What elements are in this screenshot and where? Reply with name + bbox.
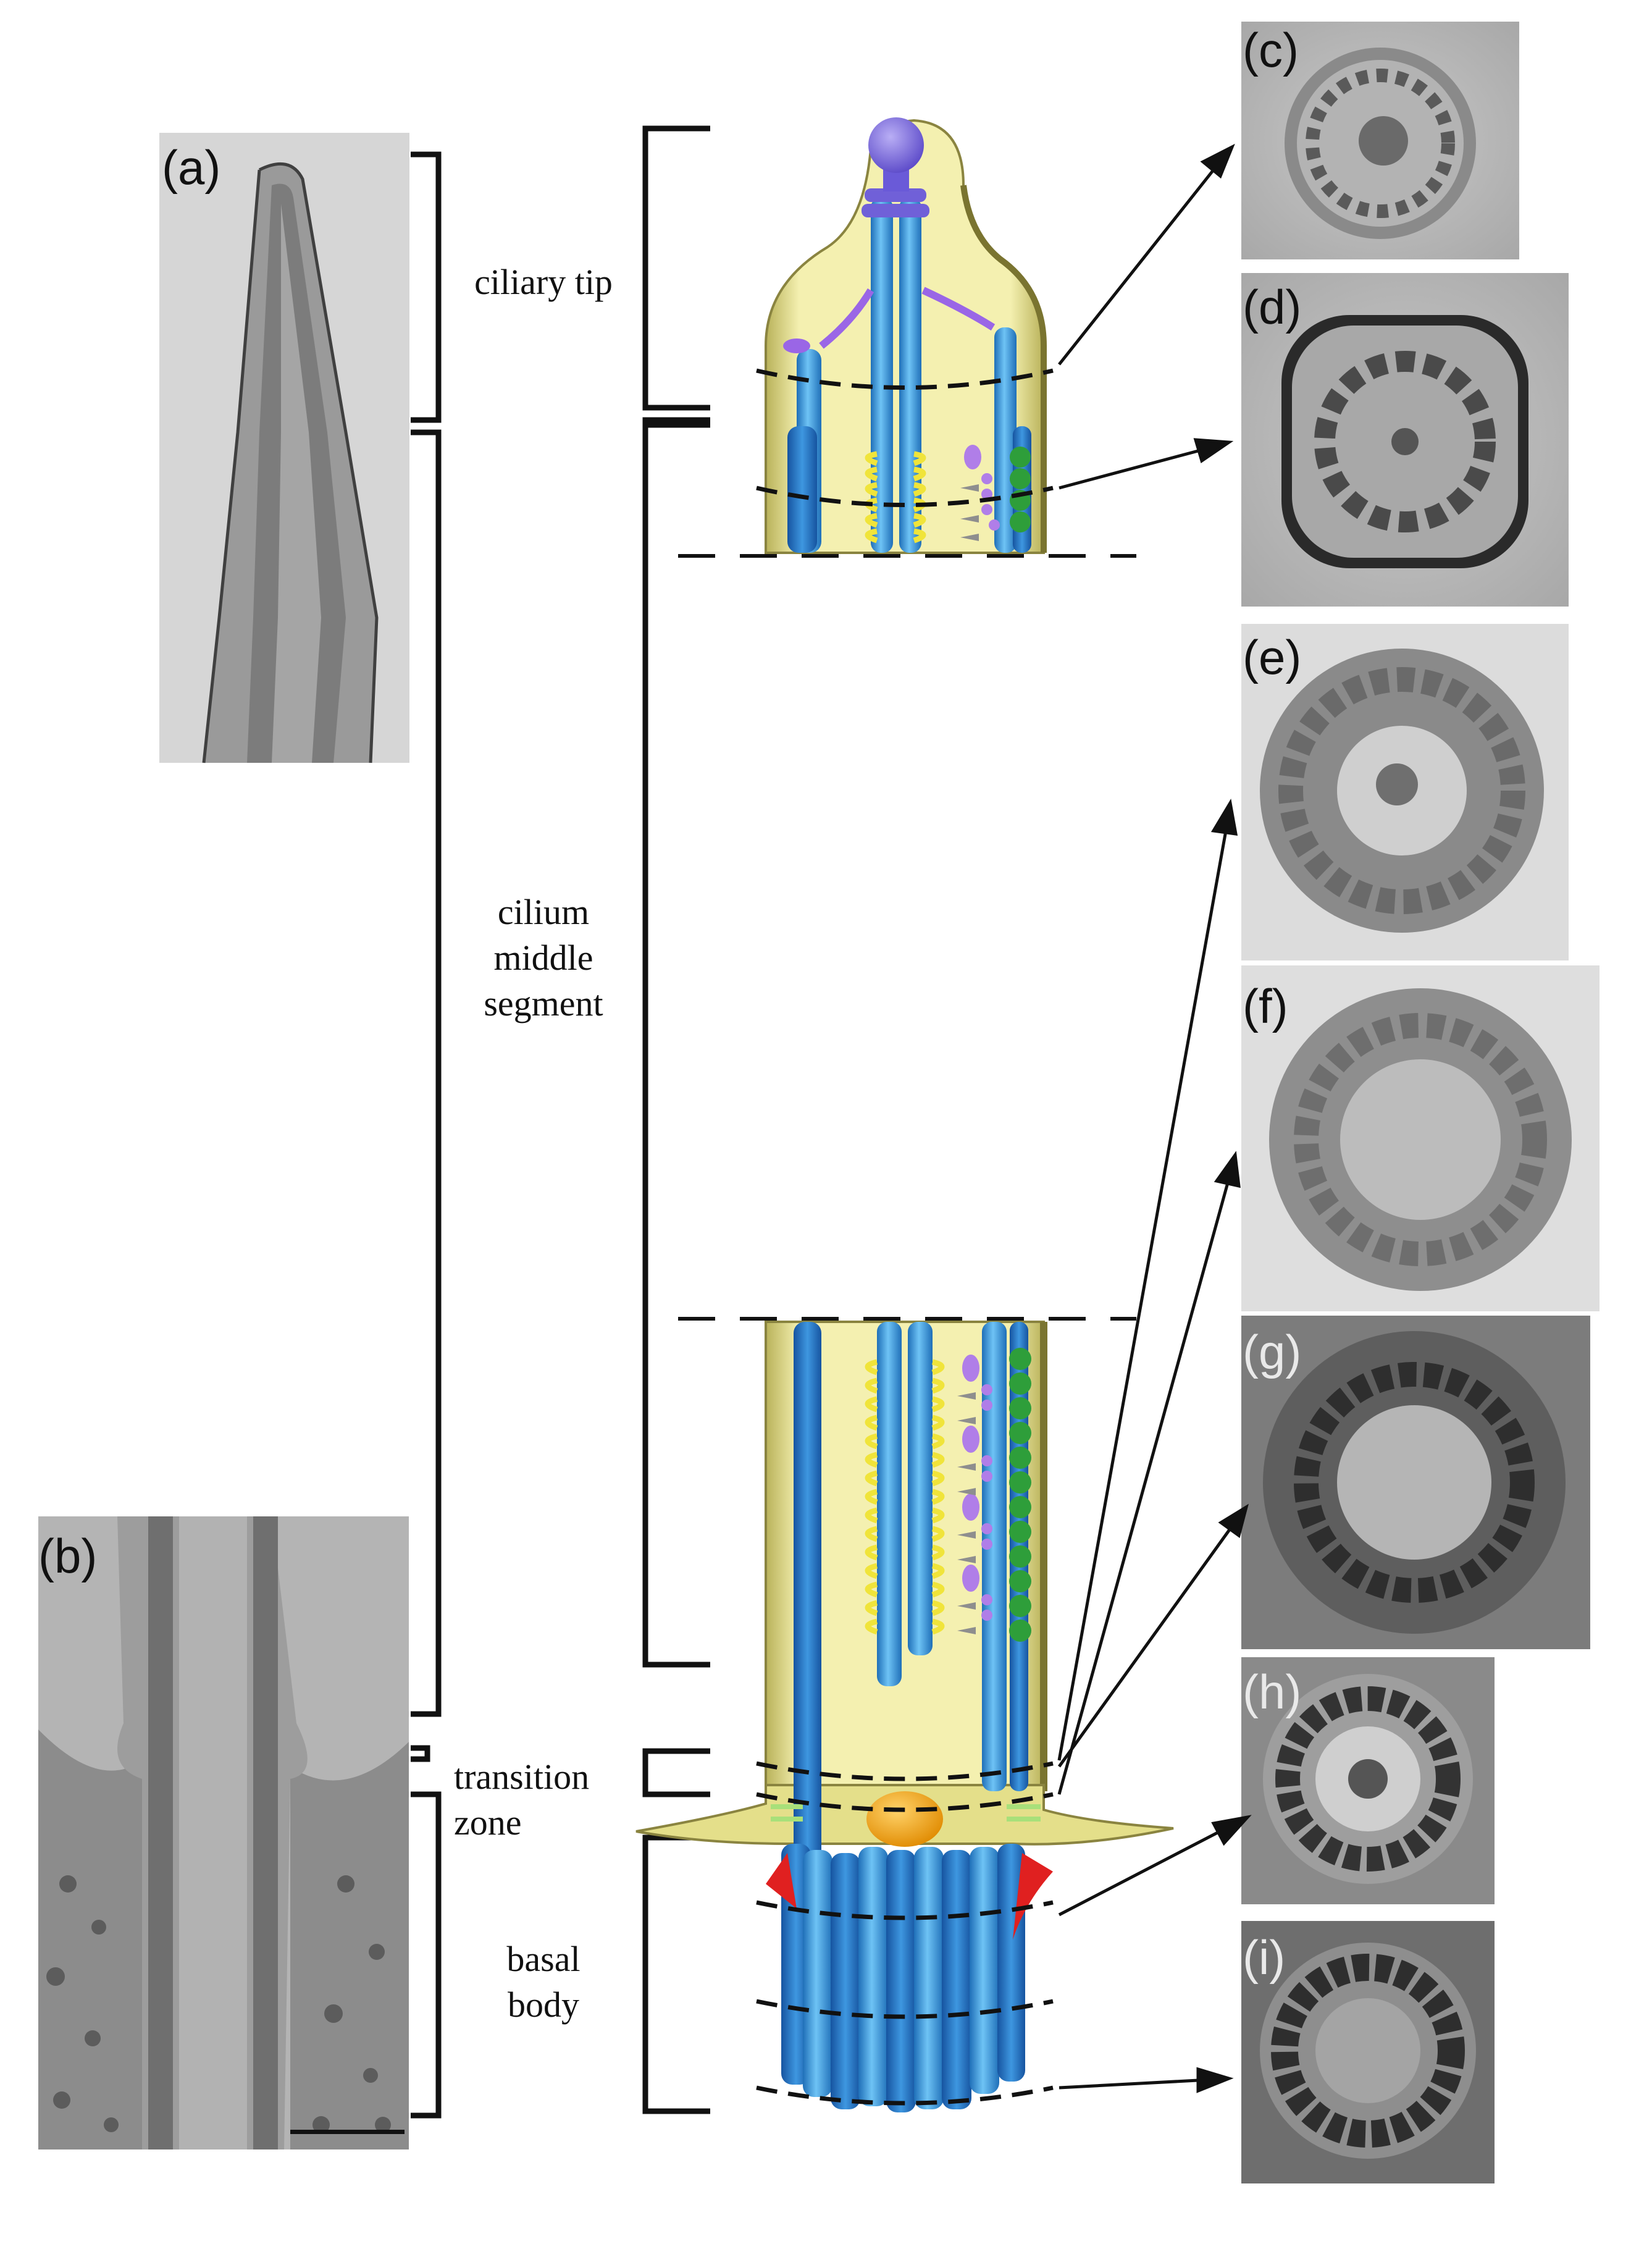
scale-bar [290, 2130, 405, 2134]
section-h [1241, 1657, 1495, 1904]
micrograph-a [159, 133, 409, 763]
left-region-brackets [411, 151, 442, 2119]
section-c [1241, 22, 1519, 259]
label-transition-zone: transition zone [454, 1757, 590, 1843]
micrograph-b [38, 1516, 409, 2149]
section-f [1241, 965, 1600, 1311]
section-i [1241, 1921, 1495, 2183]
cilium-lower-diagram [635, 1317, 1174, 2112]
diagram-region-brackets [642, 125, 710, 2114]
label-basal-body: basal body [506, 1939, 581, 2025]
label-cilium-middle-segment: cilium middle segment [484, 892, 603, 1024]
panel-label-h: (h) [1243, 1665, 1302, 1719]
pointer-arrows [1057, 143, 1252, 2093]
label-ciliary-tip: ciliary tip [474, 262, 613, 302]
panel-label-e: (e) [1243, 630, 1302, 684]
cilium-upper-diagram [678, 117, 1136, 558]
panel-label-g: (g) [1243, 1325, 1302, 1379]
panel-label-a: (a) [162, 140, 221, 195]
section-d [1241, 273, 1569, 607]
panel-label-i: (i) [1243, 1930, 1286, 1985]
panel-label-d: (d) [1243, 280, 1302, 334]
panel-label-f: (f) [1243, 979, 1288, 1033]
section-g [1241, 1316, 1590, 1649]
section-e [1241, 624, 1569, 960]
panel-label-b: (b) [38, 1529, 98, 1583]
panel-label-c: (c) [1243, 23, 1299, 77]
